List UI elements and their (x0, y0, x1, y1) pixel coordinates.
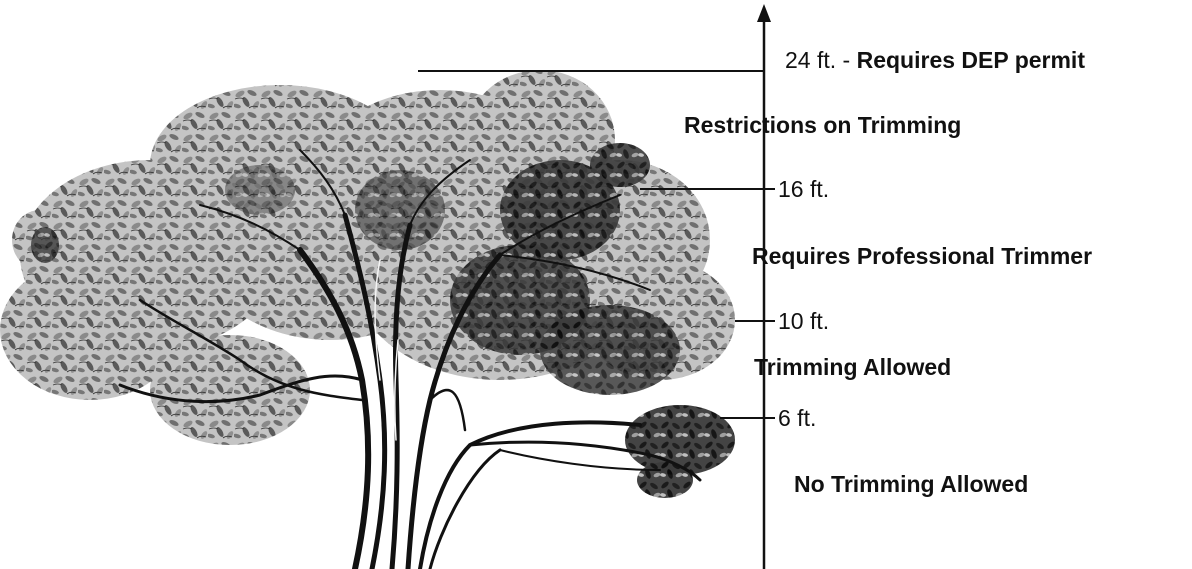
zone-label-trimming-allowed: Trimming Allowed (754, 356, 951, 379)
zone-label-no-trimming: No Trimming Allowed (794, 473, 1028, 496)
height-label-6ft: 6 ft. (778, 407, 816, 430)
zone-label-professional-trimmer: Requires Professional Trimmer (752, 245, 1092, 268)
dep-permit-note: Requires DEP permit (857, 47, 1085, 73)
height-label-10ft: 10 ft. (778, 310, 829, 333)
height-scale (757, 4, 771, 569)
up-arrow-icon (757, 4, 771, 22)
height-value-24ft: 24 ft. (785, 47, 836, 73)
height-label-16ft: 16 ft. (778, 178, 829, 201)
height-label-24ft: 24 ft. - Requires DEP permit (785, 49, 1085, 72)
tree-illustration (0, 70, 735, 569)
zone-label-restrictions: Restrictions on Trimming (684, 114, 961, 137)
height-separator: - (836, 47, 856, 73)
